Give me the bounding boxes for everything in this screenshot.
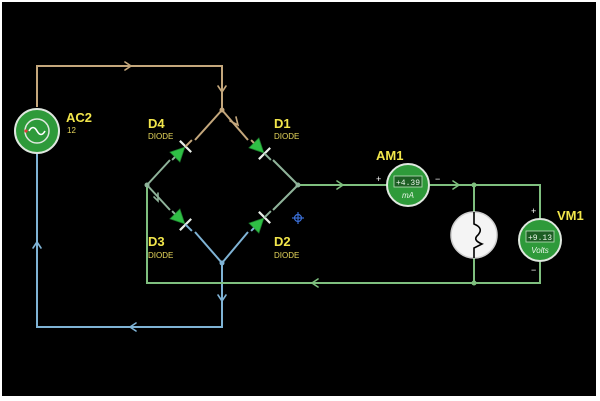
wire-bridge-top-left[interactable] <box>194 109 223 141</box>
lamp-icon[interactable] <box>450 211 498 259</box>
junction-bridge-right[interactable] <box>295 182 301 188</box>
arrow-return-bottom <box>128 322 137 332</box>
diode-d1[interactable] <box>245 134 276 165</box>
wire-d2-bottom[interactable] <box>221 231 249 264</box>
ac-sine-icon <box>28 126 46 136</box>
wire-d2-right[interactable] <box>272 184 299 211</box>
diode-d2[interactable] <box>245 205 276 236</box>
voltmeter-name: VM1 <box>557 208 584 223</box>
ammeter-plus: + <box>376 174 381 184</box>
junction-load-top[interactable] <box>471 182 477 188</box>
ac-source-name: AC2 <box>66 110 92 125</box>
ammeter-reading: +4.39 <box>396 179 420 188</box>
wire-d4-left[interactable] <box>146 159 171 186</box>
wire-d3-bottom[interactable] <box>194 231 223 264</box>
diode-d2-type: DIODE <box>274 251 299 260</box>
schematic-svg: AC2 12 <box>14 61 584 332</box>
diode-d3[interactable] <box>166 205 197 236</box>
ammeter-minus: − <box>435 174 440 184</box>
arrow-bottom-down <box>217 294 227 303</box>
diode-d3-type: DIODE <box>148 251 173 260</box>
voltmeter[interactable] <box>518 218 562 262</box>
diode-d4-type: DIODE <box>148 132 173 141</box>
ac-source[interactable] <box>14 108 60 154</box>
voltmeter-plus: + <box>531 206 536 216</box>
ac-source-value: 12 <box>67 126 76 135</box>
ammeter-unit: mA <box>402 191 414 200</box>
wire-d1-right[interactable] <box>272 159 299 186</box>
arrow-ac-right-down <box>217 85 227 94</box>
arrow-left-down <box>153 192 159 203</box>
junctions <box>144 107 477 286</box>
diode-d4[interactable] <box>166 134 197 165</box>
diode-d2-name: D2 <box>274 234 291 249</box>
arrow-to-d1 <box>229 116 240 127</box>
junction-bridge-top[interactable] <box>219 107 225 113</box>
move-crosshair-icon <box>292 212 304 224</box>
diode-d3-name: D3 <box>148 234 165 249</box>
junction-bridge-bottom[interactable] <box>219 260 225 266</box>
arrow-dc-out <box>336 180 345 190</box>
schematic-canvas[interactable]: AC2 12 <box>2 2 596 396</box>
diode-d1-name: D1 <box>274 116 291 131</box>
diode-d1-type: DIODE <box>274 132 299 141</box>
ammeter-name: AM1 <box>376 148 403 163</box>
voltmeter-reading: +9.13 <box>528 234 552 243</box>
voltmeter-minus: − <box>531 265 536 275</box>
wire-dc-return[interactable] <box>146 185 541 284</box>
arrow-dc-return <box>310 278 319 288</box>
junction-load-bottom[interactable] <box>471 280 477 286</box>
junction-bridge-left[interactable] <box>144 182 150 188</box>
wire-dc-load[interactable] <box>430 184 541 218</box>
arrow-dc-load <box>452 180 461 190</box>
ammeter[interactable] <box>386 163 430 207</box>
voltmeter-unit: Volts <box>531 246 549 255</box>
arrow-ac-top <box>124 61 133 71</box>
current-arrows <box>32 61 461 332</box>
arrow-return-up <box>32 240 42 249</box>
diode-d4-name: D4 <box>148 116 165 131</box>
wire-ac-return[interactable] <box>36 154 223 328</box>
wire-ac-top[interactable] <box>36 65 223 110</box>
wire-bridge-top-right[interactable] <box>221 109 249 141</box>
